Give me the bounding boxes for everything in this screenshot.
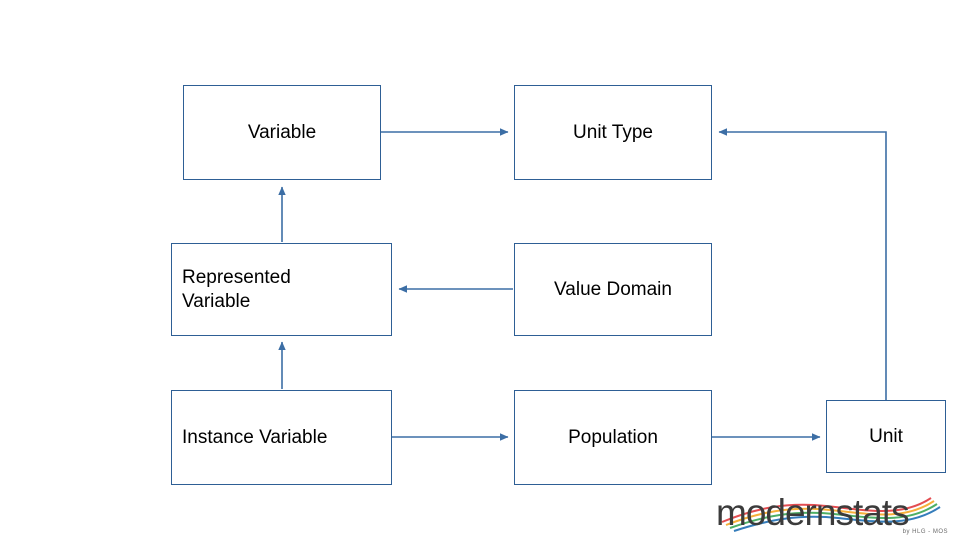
node-instance-variable[interactable]: Instance Variable (171, 390, 392, 485)
node-variable-label: Variable (247, 121, 317, 143)
logo-wordmark: modernstats (716, 492, 910, 533)
node-variable[interactable]: Variable (183, 85, 381, 180)
node-represented-variable-line2: Variable (182, 290, 251, 312)
node-value-domain-label: Value Domain (554, 278, 672, 300)
node-unit[interactable]: Unit (826, 400, 946, 473)
node-unit-type-label: Unit Type (573, 121, 653, 143)
node-population-label: Population (568, 426, 658, 448)
node-instance-variable-label: Instance Variable (182, 426, 328, 448)
node-represented-variable-line1: Represented (182, 266, 291, 288)
modernstats-logo: modernstats by HLG - MOS (716, 492, 956, 538)
edge-unit-to-unit-type (718, 128, 887, 400)
node-unit-label: Unit (869, 425, 903, 447)
node-value-domain[interactable]: Value Domain (514, 243, 712, 336)
node-population[interactable]: Population (514, 390, 712, 485)
node-unit-type[interactable]: Unit Type (514, 85, 712, 180)
node-represented-variable-label: Represented Variable (172, 266, 391, 314)
logo-swoosh-icon (721, 497, 941, 532)
logo-subtitle: by HLG - MOS (902, 529, 948, 535)
node-represented-variable[interactable]: Represented Variable (171, 243, 392, 336)
